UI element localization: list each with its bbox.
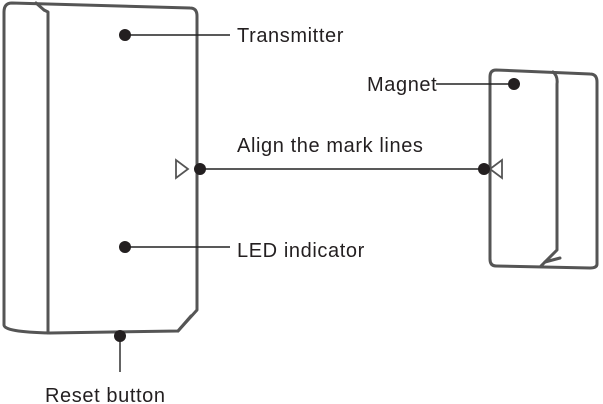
align-label: Align the mark lines — [237, 135, 424, 157]
transmitter-front-edge — [42, 8, 50, 335]
magnet-mark-triangle — [488, 158, 503, 180]
magnet-outline — [488, 68, 599, 270]
magnet-dot — [508, 78, 520, 90]
transmitter-top-bevel — [34, 1, 46, 12]
transmitter-label: Transmitter — [237, 25, 344, 47]
align-dot-right — [478, 163, 490, 175]
magnet-bottom-bevel — [543, 256, 562, 264]
transmitter-outline — [2, 1, 199, 335]
transmitter-mark-triangle — [175, 158, 190, 180]
led-dot — [119, 241, 131, 253]
callout-dots — [114, 29, 520, 342]
transmitter-corner-bevel — [176, 314, 193, 333]
reset-label: Reset button — [45, 385, 166, 404]
transmitter-device — [2, 1, 199, 335]
magnet-label: Magnet — [367, 74, 437, 96]
leader-lines — [119, 34, 514, 372]
labels: Transmitter Magnet Align the mark lines … — [45, 25, 437, 404]
led-label: LED indicator — [237, 240, 365, 262]
reset-dot — [114, 330, 126, 342]
align-dot-left — [194, 163, 206, 175]
magnet-edge — [539, 70, 559, 268]
transmitter-dot — [119, 29, 131, 41]
magnet-device — [488, 68, 599, 270]
